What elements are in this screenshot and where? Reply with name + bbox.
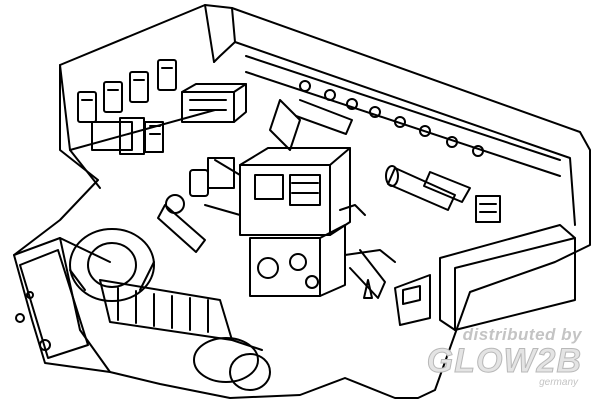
radio-set — [181, 83, 247, 123]
hull-outline — [13, 4, 591, 399]
ammo-rack — [77, 59, 177, 155]
gearbox — [69, 228, 271, 391]
periscope-row — [245, 55, 561, 177]
left-side-plate — [15, 249, 89, 359]
fuel-cylinders — [385, 165, 501, 223]
control-linkage — [339, 204, 396, 299]
engine-assembly — [157, 147, 351, 297]
front-stowage-box — [394, 224, 576, 331]
